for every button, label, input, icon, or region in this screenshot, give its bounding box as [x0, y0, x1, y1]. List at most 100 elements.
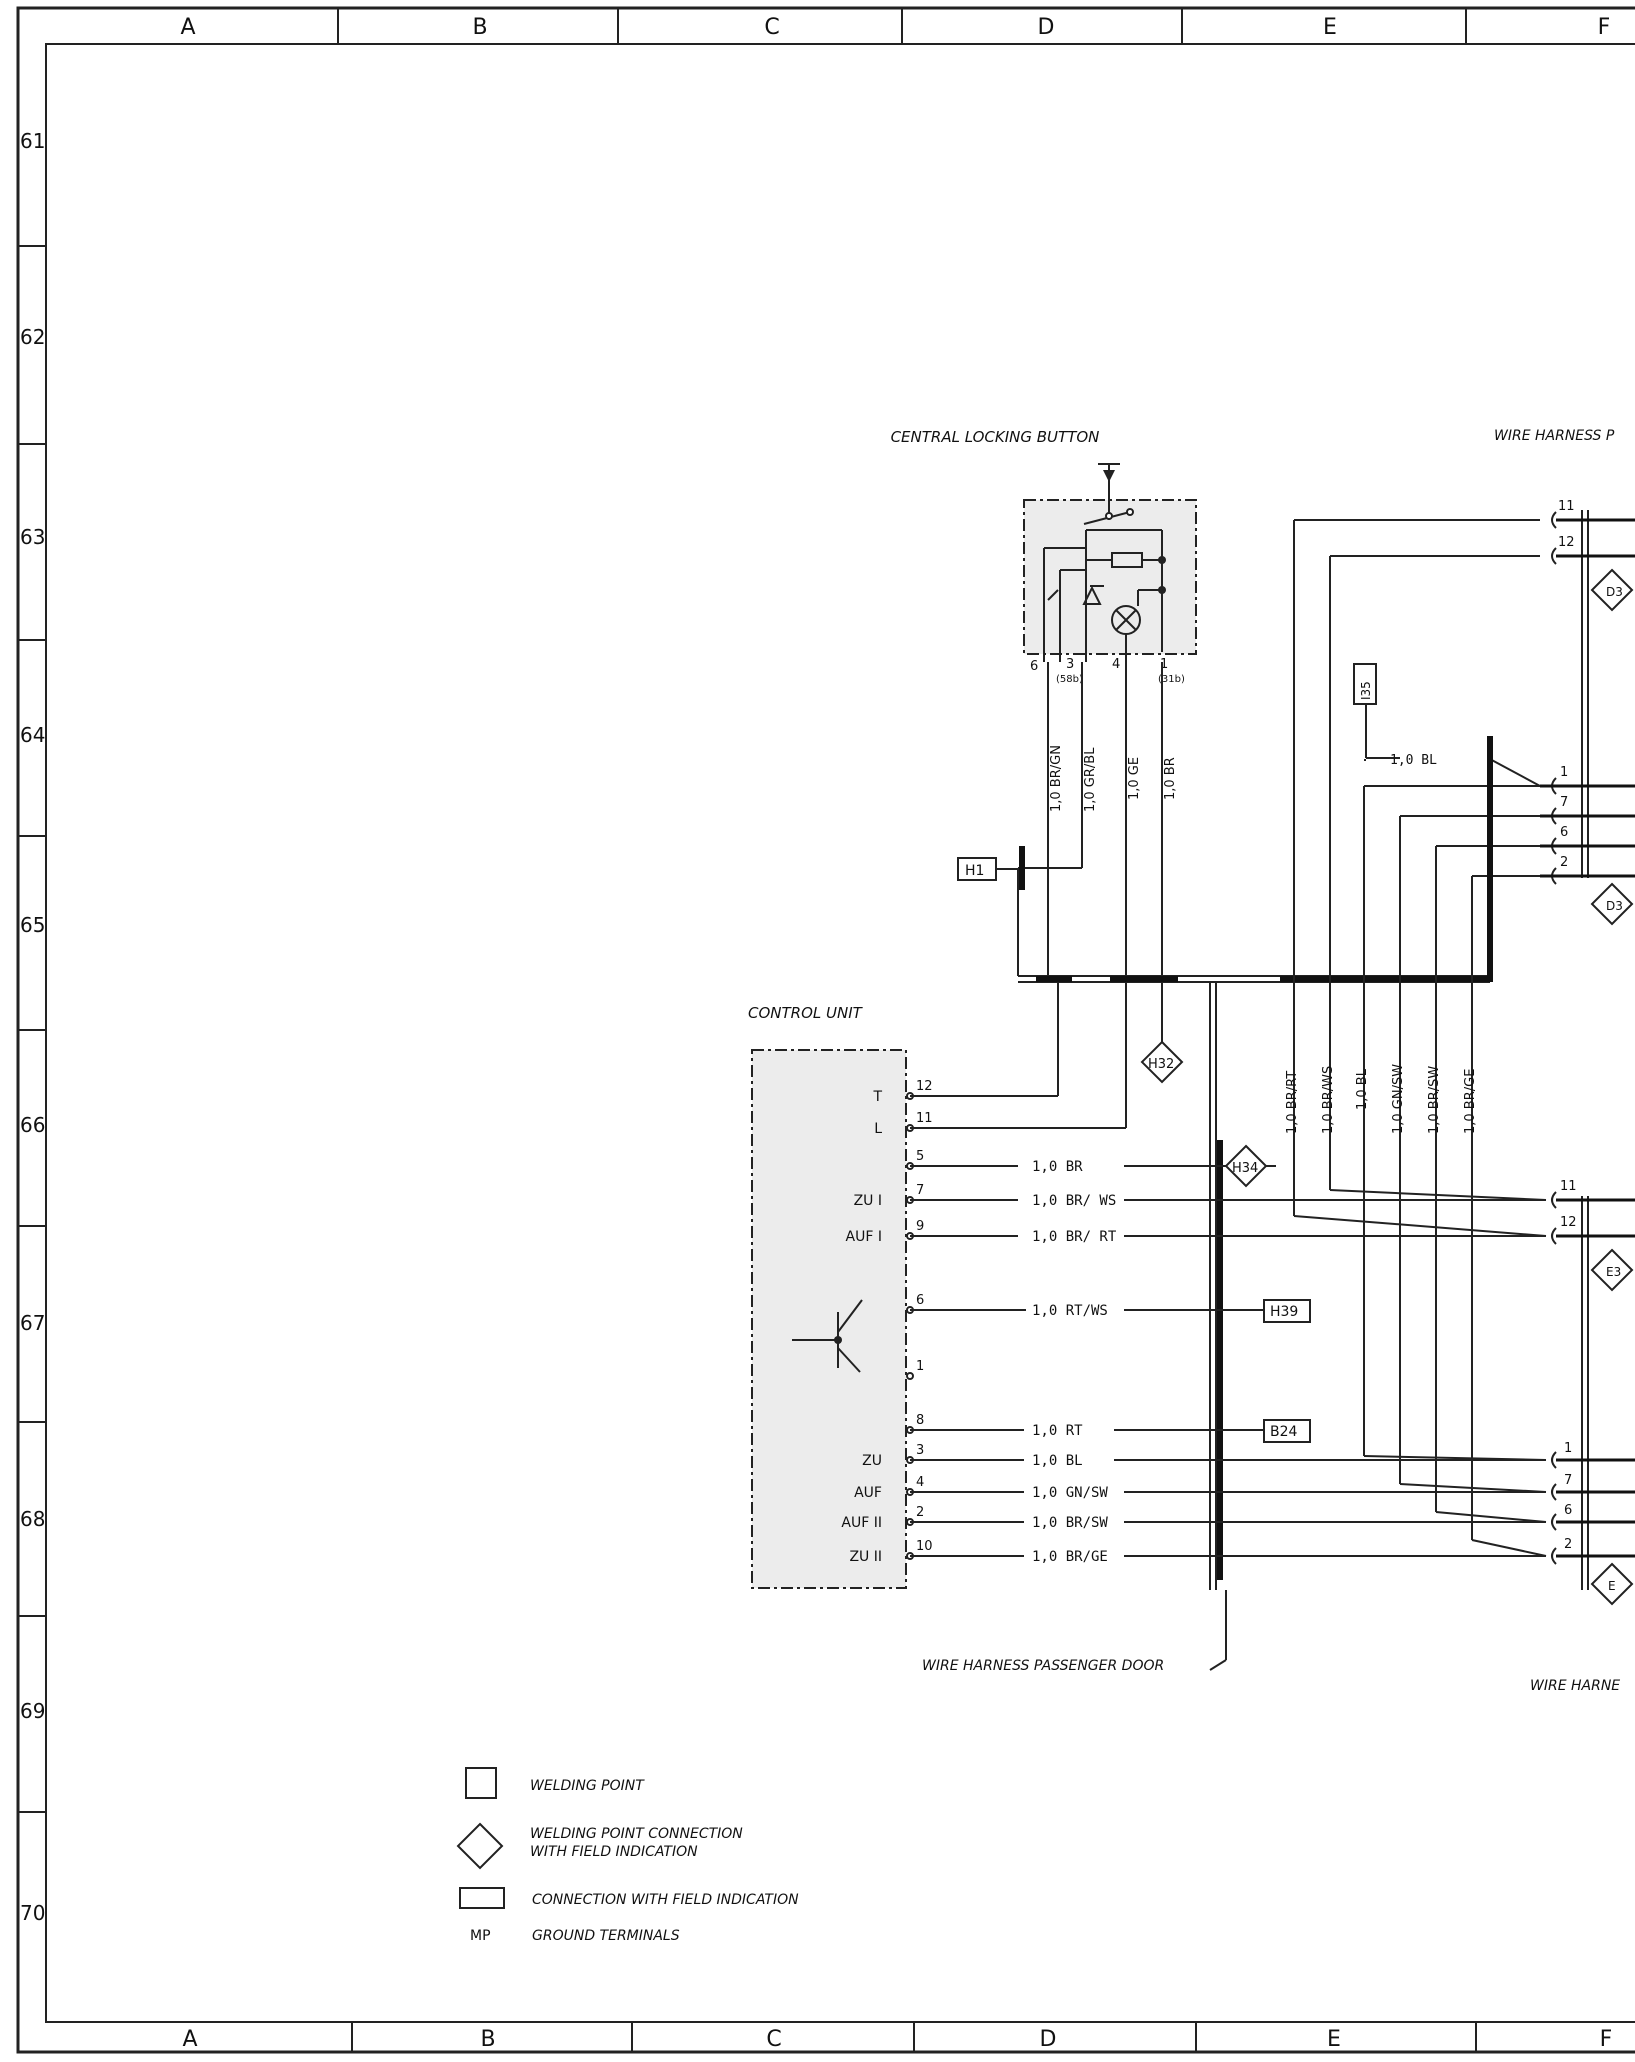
control-unit-pin-number: 9 [916, 1219, 924, 1234]
legend-ground-terminals: GROUND TERMINALS [532, 1928, 680, 1944]
row-label-65: 65 [20, 913, 45, 937]
column-labels-bottom: A B C D E F [182, 2027, 1612, 2052]
switch-wire-labels: 1,0 BR/GN 1,0 GR/BL 1,0 GE 1,0 BR [1049, 745, 1178, 812]
control-unit-wire-label: 1,0 BR/GE [1032, 1549, 1108, 1565]
control-unit-pin-label: ZU I [854, 1193, 882, 1209]
legend-connection-with-field: CONNECTION WITH FIELD INDICATION [532, 1892, 799, 1908]
lower-connector-b: 1 7 6 2 [1551, 1441, 1635, 1565]
switch-pin-note-31b: (31b) [1158, 674, 1185, 685]
switch-pin-labels: 6 3 (58b) 4 1 (31b) [1030, 657, 1185, 685]
row-label-61: 61 [20, 129, 45, 153]
h32-label: H32 [1148, 1057, 1174, 1072]
upper-harness-wires [1293, 510, 1589, 1590]
vwire-br-ge: 1,0 BR/GE [1463, 1069, 1478, 1134]
control-unit-pin-label: T [872, 1089, 882, 1105]
lower-pin-6: 6 [1564, 1503, 1572, 1518]
control-unit-title: CONTROL UNIT [748, 1004, 864, 1022]
h32-diamond: H32 [1140, 1040, 1184, 1084]
control-unit-pin-label: L [874, 1121, 882, 1137]
upper-pin-1: 1 [1560, 765, 1568, 780]
row-label-67: 67 [20, 1311, 45, 1335]
switch-pin-note-58b: (58b) [1056, 674, 1083, 685]
legend: WELDING POINT WELDING POINT CONNECTION W… [456, 1767, 799, 1944]
vwire-gn-sw: 1,0 GN/SW [1391, 1064, 1406, 1134]
legend-square-symbol [465, 1767, 497, 1799]
legend-mp-symbol: MP [470, 1928, 491, 1944]
control-unit-pin-number: 5 [916, 1149, 924, 1164]
row-label-62: 62 [20, 325, 45, 349]
wire-label-ge: 1,0 GE [1127, 757, 1142, 800]
col-label-a-bottom: A [182, 2027, 197, 2052]
control-unit-pin-label: AUF I [846, 1229, 882, 1245]
svg-text:H34: H34 [1232, 1161, 1258, 1176]
control-unit-wire-label: 1,0 BR [1032, 1159, 1083, 1175]
row-rulers [18, 245, 46, 1813]
switch-pin-3: 3 [1066, 657, 1074, 672]
transistor-dot [834, 1336, 842, 1344]
upper-pin-2: 2 [1560, 855, 1568, 870]
legend-welding-point-connection: WELDING POINT CONNECTION [530, 1826, 743, 1842]
control-unit-box [751, 1049, 907, 1589]
control-unit-pin-label: AUF [854, 1485, 882, 1501]
col-label-b: B [472, 15, 487, 40]
wire-harness-top-title: WIRE HARNESS P [1494, 428, 1615, 444]
row-label-66: 66 [20, 1113, 45, 1137]
lower-pin-7: 7 [1564, 1473, 1572, 1488]
wire-harness-bottom-title: WIRE HARNE [1530, 1678, 1620, 1694]
svg-text:D3: D3 [1606, 585, 1623, 599]
lower-pin-12: 12 [1560, 1215, 1577, 1230]
col-label-e: E [1323, 15, 1337, 40]
legend-welding-point: WELDING POINT [530, 1778, 645, 1794]
vwire-bl: 1,0 BL [1355, 1068, 1370, 1110]
upper-pin-12: 12 [1558, 535, 1575, 550]
col-label-e-bottom: E [1327, 2027, 1341, 2052]
control-unit-pin-number: 6 [916, 1293, 924, 1308]
col-label-c-bottom: C [766, 2027, 781, 2052]
control-unit-wire-label: 1,0 RT [1032, 1423, 1083, 1439]
lower-connector-a: 11 12 [1551, 1179, 1635, 1245]
vwire-br-rt: 1,0 BR/RT [1285, 1071, 1300, 1134]
switch-pin-1: 1 [1160, 657, 1168, 672]
legend-rect-symbol [459, 1887, 505, 1909]
column-rulers [337, 8, 1477, 2052]
lower-pin-1: 1 [1564, 1441, 1572, 1456]
wire-label-br-gn: 1,0 BR/GN [1049, 745, 1064, 812]
wire-label-br: 1,0 BR [1163, 757, 1178, 800]
svg-text:D3: D3 [1606, 899, 1623, 913]
central-locking-button-symbol [1023, 463, 1197, 662]
control-unit-pin-label: ZU II [849, 1549, 882, 1565]
svg-text:E: E [1608, 1579, 1616, 1593]
row-labels: 61 62 63 64 65 66 67 68 69 70 [20, 129, 45, 1925]
control-unit-wire-label: 1,0 BR/SW [1032, 1515, 1108, 1531]
control-unit-pin-number: 10 [916, 1539, 933, 1554]
col-label-d: D [1038, 15, 1055, 40]
legend-diamond-symbol [456, 1822, 504, 1870]
control-unit-pin-number: 1 [916, 1359, 924, 1374]
upper-pin-7: 7 [1560, 795, 1568, 810]
row-label-68: 68 [20, 1507, 45, 1531]
control-unit-wire-label: 1,0 BL [1032, 1453, 1083, 1469]
row-label-64: 64 [20, 723, 45, 747]
column-labels-top: A B C D E F [180, 15, 1610, 40]
control-unit-pin-number: 8 [916, 1413, 924, 1428]
b24-connection-box: B24 [1263, 1419, 1311, 1443]
e-diamond-bottom: E [1590, 1562, 1634, 1606]
sheet-frame [16, 6, 1635, 2054]
control-unit-pin-number: 4 [916, 1475, 924, 1490]
control-unit-pin-label: ZU [862, 1453, 882, 1469]
switch-wires [1018, 662, 1163, 1128]
vertical-wire-labels: 1,0 BR/RT 1,0 BR/WS 1,0 BL 1,0 GN/SW 1,0… [1285, 1064, 1478, 1134]
row-label-70: 70 [20, 1901, 45, 1925]
control-unit-pin-number: 7 [916, 1183, 924, 1198]
row-label-69: 69 [20, 1699, 45, 1723]
col-label-f-bottom: F [1600, 2027, 1613, 2052]
control-unit-wire-label: 1,0 BR/ WS [1032, 1193, 1116, 1209]
upper-connector-a: 11 12 [1551, 499, 1635, 565]
legend-with-field-indication: WITH FIELD INDICATION [530, 1844, 698, 1860]
vwire-br-sw: 1,0 BR/SW [1427, 1066, 1442, 1134]
e3-diamond-mid: E3 [1590, 1248, 1634, 1292]
lower-pin-2: 2 [1564, 1537, 1572, 1552]
